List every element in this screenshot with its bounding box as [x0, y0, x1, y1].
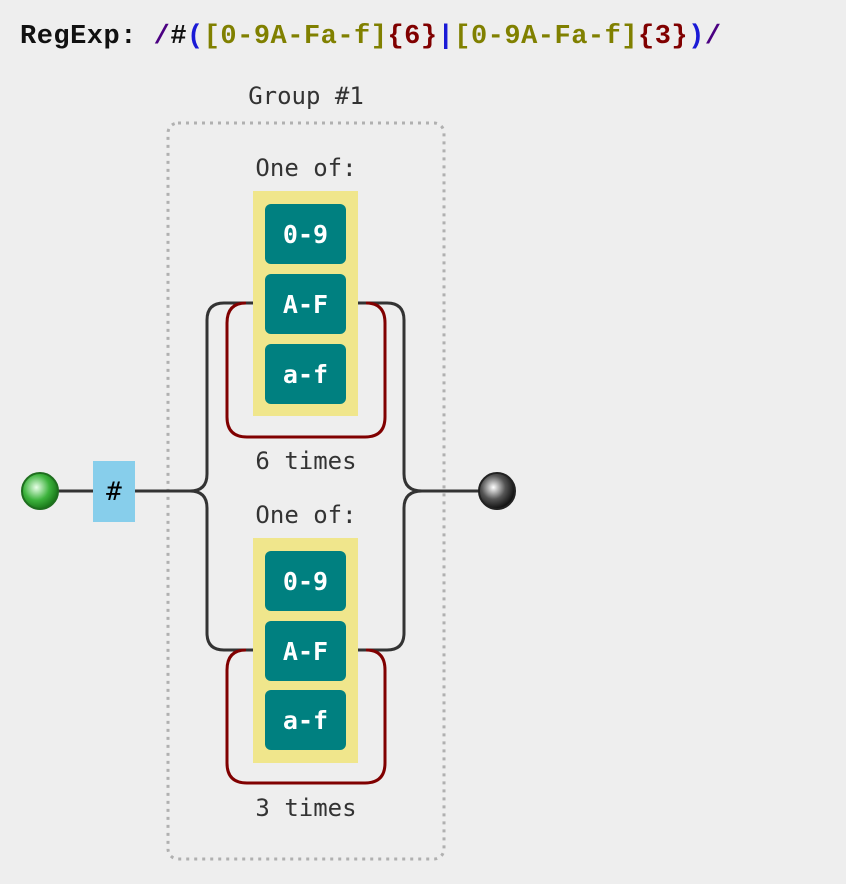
literal-text: # [106, 477, 122, 507]
regexp-token: {3} [638, 22, 689, 52]
range-box [265, 274, 346, 334]
repeat-label: 6 times [255, 447, 356, 475]
range-box [265, 621, 346, 681]
regexp-token: ( [187, 22, 204, 52]
range-text: A-F [283, 637, 328, 666]
regexp-token: / [153, 22, 171, 52]
regexp-token: [0-9A-Fa-f] [454, 22, 639, 52]
range-box [265, 344, 346, 404]
range-text: a-f [283, 360, 328, 389]
regexp-label: RegExp: [20, 22, 137, 52]
range-text: 0-9 [283, 220, 328, 249]
one-of-label: One of: [255, 154, 356, 182]
regexp-token: {6} [387, 22, 438, 52]
connector-lines [58, 301, 480, 652]
regexp-token: # [170, 22, 188, 52]
regexp-token: [0-9A-Fa-f] [203, 22, 388, 52]
end-node [478, 472, 516, 510]
repeat-loop-6 [225, 301, 387, 439]
regexp-expression: /#([0-9A-Fa-f]{6}|[0-9A-Fa-f]{3})/ [154, 22, 722, 52]
range-box [265, 690, 346, 750]
range-text: a-f [283, 706, 328, 735]
regexp-token: ) [688, 22, 705, 52]
one-of-label: One of: [255, 501, 356, 529]
range-box [265, 204, 346, 264]
range-text: A-F [283, 290, 328, 319]
regexp-token: / [704, 22, 722, 52]
group-label: Group #1 [248, 82, 364, 110]
repeat-label: 3 times [255, 794, 356, 822]
regexp-header: RegExp: /#([0-9A-Fa-f]{6}|[0-9A-Fa-f]{3}… [20, 22, 722, 52]
start-node [21, 472, 59, 510]
range-box [265, 551, 346, 611]
regexp-token: | [437, 22, 455, 52]
literal-box [93, 461, 135, 522]
repeat-loop-3 [225, 648, 387, 785]
range-text: 0-9 [283, 567, 328, 596]
